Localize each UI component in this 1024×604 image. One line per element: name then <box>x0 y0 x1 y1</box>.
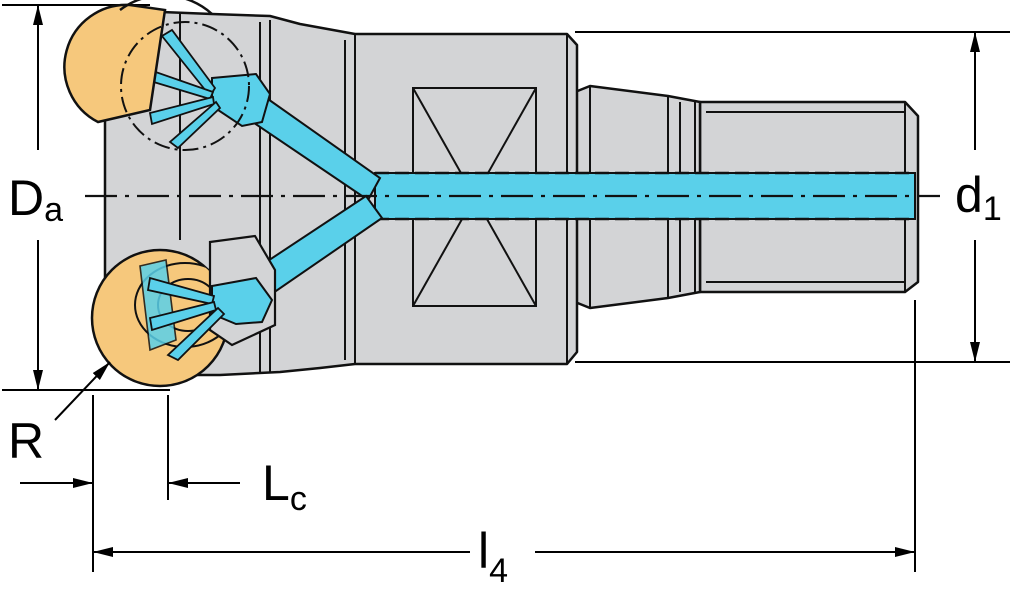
coolant-channels <box>145 28 916 304</box>
label-d1: d1 <box>955 167 1002 228</box>
label-Da: Da <box>8 170 63 229</box>
dimension-lines <box>20 5 980 557</box>
label-Lc: Lc <box>262 455 307 518</box>
label-R: R <box>8 413 44 469</box>
upper-insert <box>63 0 250 151</box>
label-l4: l4 <box>478 523 508 590</box>
lower-insert <box>90 234 277 388</box>
